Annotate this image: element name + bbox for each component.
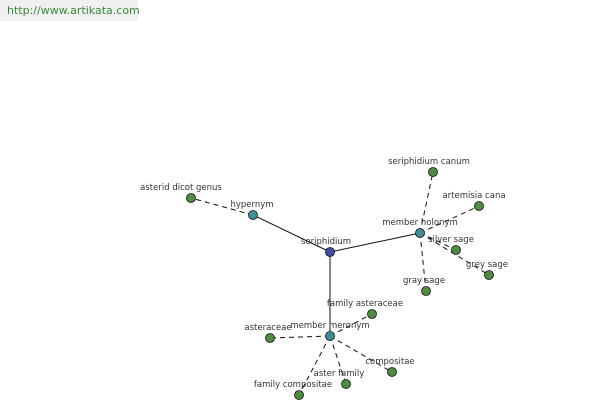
node-label-root[interactable]: seriphidium [301,237,351,247]
node-compositae[interactable] [387,367,397,377]
node-label-cana[interactable]: artemisia cana [442,191,505,201]
node-holonym[interactable] [415,228,425,238]
node-canum[interactable] [428,167,438,177]
edge-holonym-silver [419,232,457,251]
node-label-holonym[interactable]: member holonym [382,218,457,228]
node-label-gray[interactable]: gray sage [403,276,445,286]
node-cana[interactable] [474,201,484,211]
node-label-meronym[interactable]: member meronym [290,321,369,331]
node-label-asterid[interactable]: asterid dicot genus [140,183,222,193]
edge-meronym-famast [329,313,373,337]
labels-layer: seriphidium hypernym member holonym member … [140,157,508,390]
edge-meronym-famcomp [298,335,331,396]
node-label-canum[interactable]: seriphidium canum [388,157,470,167]
edge-meronym-compositae [329,335,393,373]
node-root[interactable] [325,247,335,257]
node-famcomp[interactable] [294,390,304,400]
edge-root-hypernym [252,214,331,253]
node-asteraceae[interactable] [265,333,275,343]
edge-meronym-asteraceae [269,335,331,339]
node-label-famcomp[interactable]: family compositae [254,380,332,390]
edge-holonym-canum [419,171,434,234]
site-url[interactable]: http://www.artikata.com [0,0,140,21]
edge-holonym-gray [419,232,427,292]
node-famast[interactable] [367,309,377,319]
node-label-hypernym[interactable]: hypernym [230,200,273,210]
node-label-silver[interactable]: silver sage [428,235,474,245]
node-label-asteraceae[interactable]: asteraceae [244,323,291,333]
edges-layer [190,171,490,396]
node-gray[interactable] [421,286,431,296]
edge-root-holonym [329,232,421,253]
nodes-layer [186,167,494,400]
node-label-compositae[interactable]: compositae [365,357,414,367]
site-url-text: http://www.artikata.com [7,4,140,17]
node-label-famast[interactable]: family asteraceae [327,299,403,309]
edge-hypernym-asterid [190,197,254,216]
node-hypernym[interactable] [248,210,258,220]
node-silver[interactable] [451,245,461,255]
edge-holonym-cana [419,205,480,234]
node-asterid[interactable] [186,193,196,203]
node-meronym[interactable] [325,331,335,341]
node-grey[interactable] [484,270,494,280]
node-label-asterfam[interactable]: aster family [314,369,365,379]
node-label-grey[interactable]: grey sage [466,260,508,270]
node-asterfam[interactable] [341,379,351,389]
